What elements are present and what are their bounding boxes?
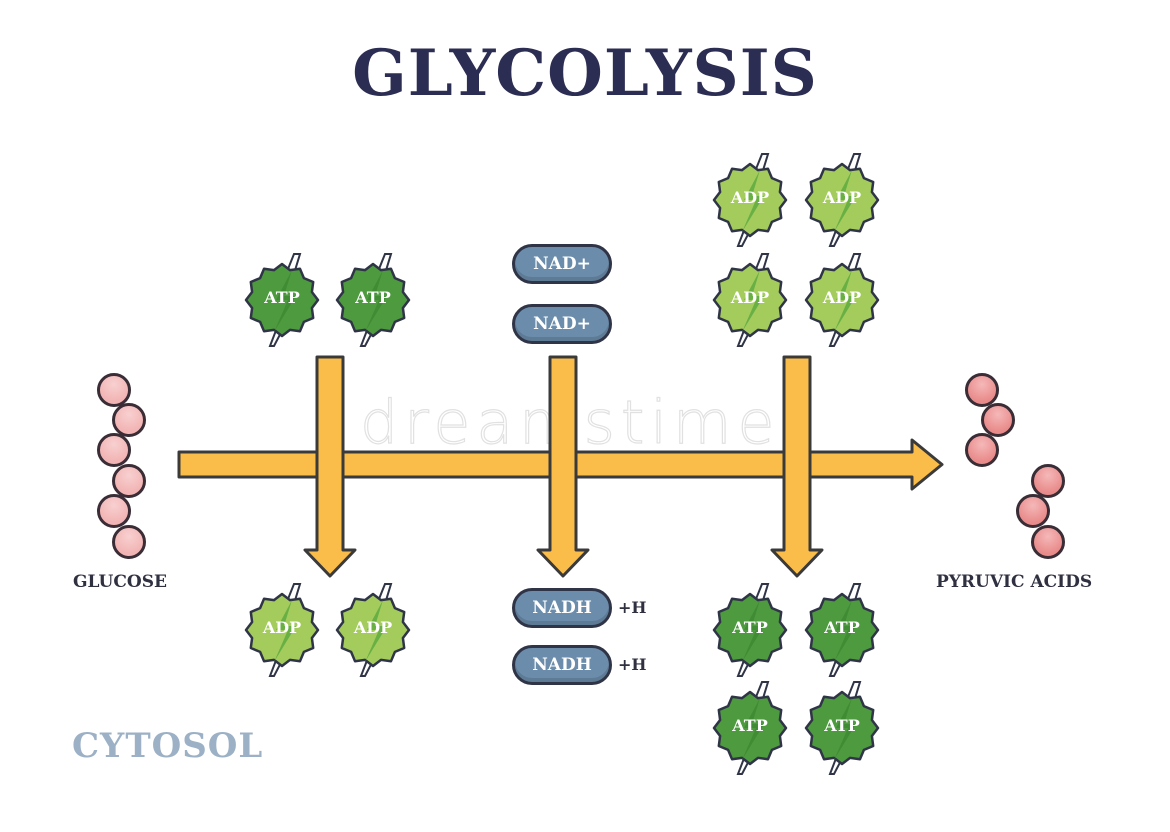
badge-label: ADP: [822, 188, 862, 207]
atp-badge-shape: [335, 253, 411, 347]
step-3-input-2-adp-icon: ADP: [804, 152, 880, 248]
glucose-carbon-bead: [112, 464, 146, 498]
adp-badge-shape: [244, 583, 320, 677]
adp-badge-shape: [712, 153, 788, 247]
step-2-input-2-nad-pill: NAD+: [512, 304, 612, 344]
glucose-carbon-bead: [97, 373, 131, 407]
inner-bolt-icon: [742, 270, 764, 332]
step-1-output-1-adp-icon: ADP: [244, 582, 320, 678]
badge-label: ADP: [730, 288, 770, 307]
diagram-title: GLYCOLYSIS: [352, 36, 818, 111]
pyruvic-carbon-bead: [965, 433, 999, 467]
atp-badge-shape: [804, 583, 880, 677]
step-1-arrow: [303, 355, 357, 578]
pyruvic-carbon-bead: [1016, 494, 1050, 528]
inner-bolt-icon: [834, 170, 856, 232]
badge-label: ADP: [730, 188, 770, 207]
pyruvic-carbon-bead: [965, 373, 999, 407]
step-3-input-1-adp-icon: ADP: [712, 152, 788, 248]
step-3-input-3-adp-icon: ADP: [712, 252, 788, 348]
step-2-output-2-nadh-pill: NADH: [512, 645, 612, 685]
step-3-input-4-adp-icon: ADP: [804, 252, 880, 348]
adp-badge-shape: [335, 583, 411, 677]
step-2-output-1-suffix: +H: [618, 598, 647, 617]
atp-badge-shape: [244, 253, 320, 347]
inner-bolt-icon: [834, 270, 856, 332]
step-3-output-1-atp-icon: ATP: [712, 582, 788, 678]
pyruvic-carbon-bead: [1031, 525, 1065, 559]
step-2-output-2-suffix: +H: [618, 655, 647, 674]
step-3-output-3-atp-icon: ATP: [712, 680, 788, 776]
glucose-carbon-bead: [97, 433, 131, 467]
inner-bolt-icon: [274, 600, 296, 662]
step-1-input-1-atp-icon: ATP: [244, 252, 320, 348]
inner-bolt-icon: [274, 270, 296, 332]
inner-bolt-icon: [365, 600, 387, 662]
glucose-label: GLUCOSE: [73, 572, 167, 592]
badge-label: ATP: [824, 618, 860, 637]
glucose-carbon-bead: [97, 494, 131, 528]
step-1-output-2-adp-icon: ADP: [335, 582, 411, 678]
pyruvic-carbon-bead: [1031, 464, 1065, 498]
atp-badge-shape: [804, 681, 880, 775]
adp-badge-shape: [804, 153, 880, 247]
step-2-output-1-nadh-pill: NADH: [512, 588, 612, 628]
glucose-carbon-bead: [112, 403, 146, 437]
inner-bolt-icon: [834, 698, 856, 760]
cytosol-label: CYTOSOL: [72, 726, 264, 766]
pyruvic-carbon-bead: [981, 403, 1015, 437]
atp-badge-shape: [712, 583, 788, 677]
step-1-input-2-atp-icon: ATP: [335, 252, 411, 348]
inner-bolt-icon: [742, 698, 764, 760]
inner-bolt-icon: [742, 170, 764, 232]
step-2-arrow: [536, 355, 590, 578]
badge-label: ATP: [355, 288, 391, 307]
inner-bolt-icon: [365, 270, 387, 332]
badge-label: ADP: [353, 618, 393, 637]
badge-label: ATP: [732, 618, 768, 637]
atp-badge-shape: [712, 681, 788, 775]
step-2-input-1-nad-pill: NAD+: [512, 244, 612, 284]
step-3-arrow: [770, 355, 824, 578]
badge-label: ATP: [732, 716, 768, 735]
adp-badge-shape: [712, 253, 788, 347]
step-3-output-4-atp-icon: ATP: [804, 680, 880, 776]
inner-bolt-icon: [742, 600, 764, 662]
badge-label: ATP: [264, 288, 300, 307]
adp-badge-shape: [804, 253, 880, 347]
step-3-output-2-atp-icon: ATP: [804, 582, 880, 678]
badge-label: ADP: [262, 618, 302, 637]
badge-label: ATP: [824, 716, 860, 735]
pyruvic-acids-label: PYRUVIC ACIDS: [936, 572, 1093, 592]
badge-label: ADP: [822, 288, 862, 307]
inner-bolt-icon: [834, 600, 856, 662]
glucose-carbon-bead: [112, 525, 146, 559]
